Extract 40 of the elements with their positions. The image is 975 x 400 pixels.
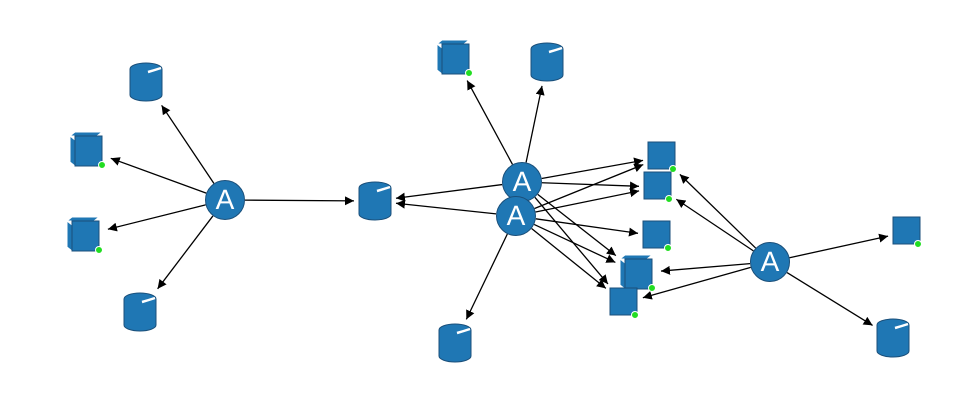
- arrow: [542, 158, 644, 180]
- arrow: [396, 200, 496, 215]
- device-square: [642, 220, 672, 252]
- arrow: [789, 234, 888, 258]
- arrow: [676, 198, 754, 252]
- arrow: [466, 80, 514, 165]
- database-cylinder: [530, 42, 564, 82]
- arrow: [786, 272, 873, 326]
- database-cylinder: [438, 323, 472, 363]
- arrow: [660, 263, 750, 275]
- arrow: [161, 104, 214, 184]
- arrow: [642, 266, 751, 300]
- arrow: [157, 216, 214, 290]
- arrow: [534, 164, 644, 210]
- server-cube: [69, 131, 107, 169]
- server-cube: [436, 39, 474, 77]
- database-cylinder: [129, 62, 163, 102]
- arrow: [466, 234, 508, 320]
- arrow: [245, 196, 354, 206]
- arrow: [535, 188, 640, 213]
- arrow: [396, 184, 502, 202]
- arrow: [537, 194, 616, 256]
- arrow: [679, 174, 756, 249]
- arrow: [525, 86, 545, 163]
- arrow: [534, 224, 616, 264]
- server-cube: [619, 254, 657, 292]
- device-square: [892, 216, 922, 248]
- device-square: [647, 141, 677, 173]
- database-cylinder: [123, 292, 157, 332]
- arrow: [536, 218, 638, 236]
- arrow: [534, 196, 608, 284]
- database-cylinder: [358, 181, 392, 221]
- device-square: [609, 287, 639, 319]
- arrow: [110, 157, 206, 194]
- server-cube: [66, 216, 104, 254]
- arrow: [108, 204, 206, 232]
- device-square: [643, 171, 673, 203]
- arrow: [542, 181, 640, 190]
- database-cylinder: [876, 318, 910, 358]
- arrow: [531, 228, 606, 289]
